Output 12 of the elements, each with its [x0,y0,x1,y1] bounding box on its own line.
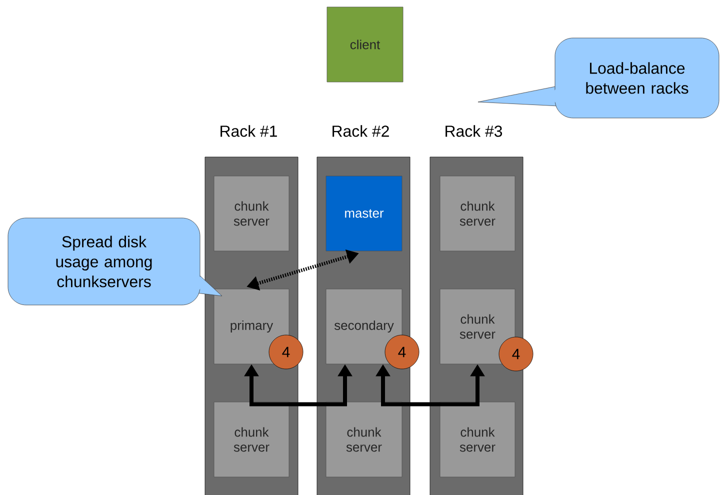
speech-bubble: Load-balance between racks [478,38,720,118]
client-box: client [326,6,404,82]
master-box: master [326,176,402,252]
server-box: chunk server [440,176,516,252]
speech-bubble: Spread disk usage among chunkservers [8,218,222,306]
server-box: chunk server [214,402,290,478]
server-box: chunk server [214,176,290,252]
server-box: chunk server [440,402,516,478]
node-label: Rack #3 [446,125,502,137]
node-label: Rack #2 [332,125,389,137]
server-box: chunk server [326,402,402,478]
node-label: Rack #1 [220,125,277,137]
